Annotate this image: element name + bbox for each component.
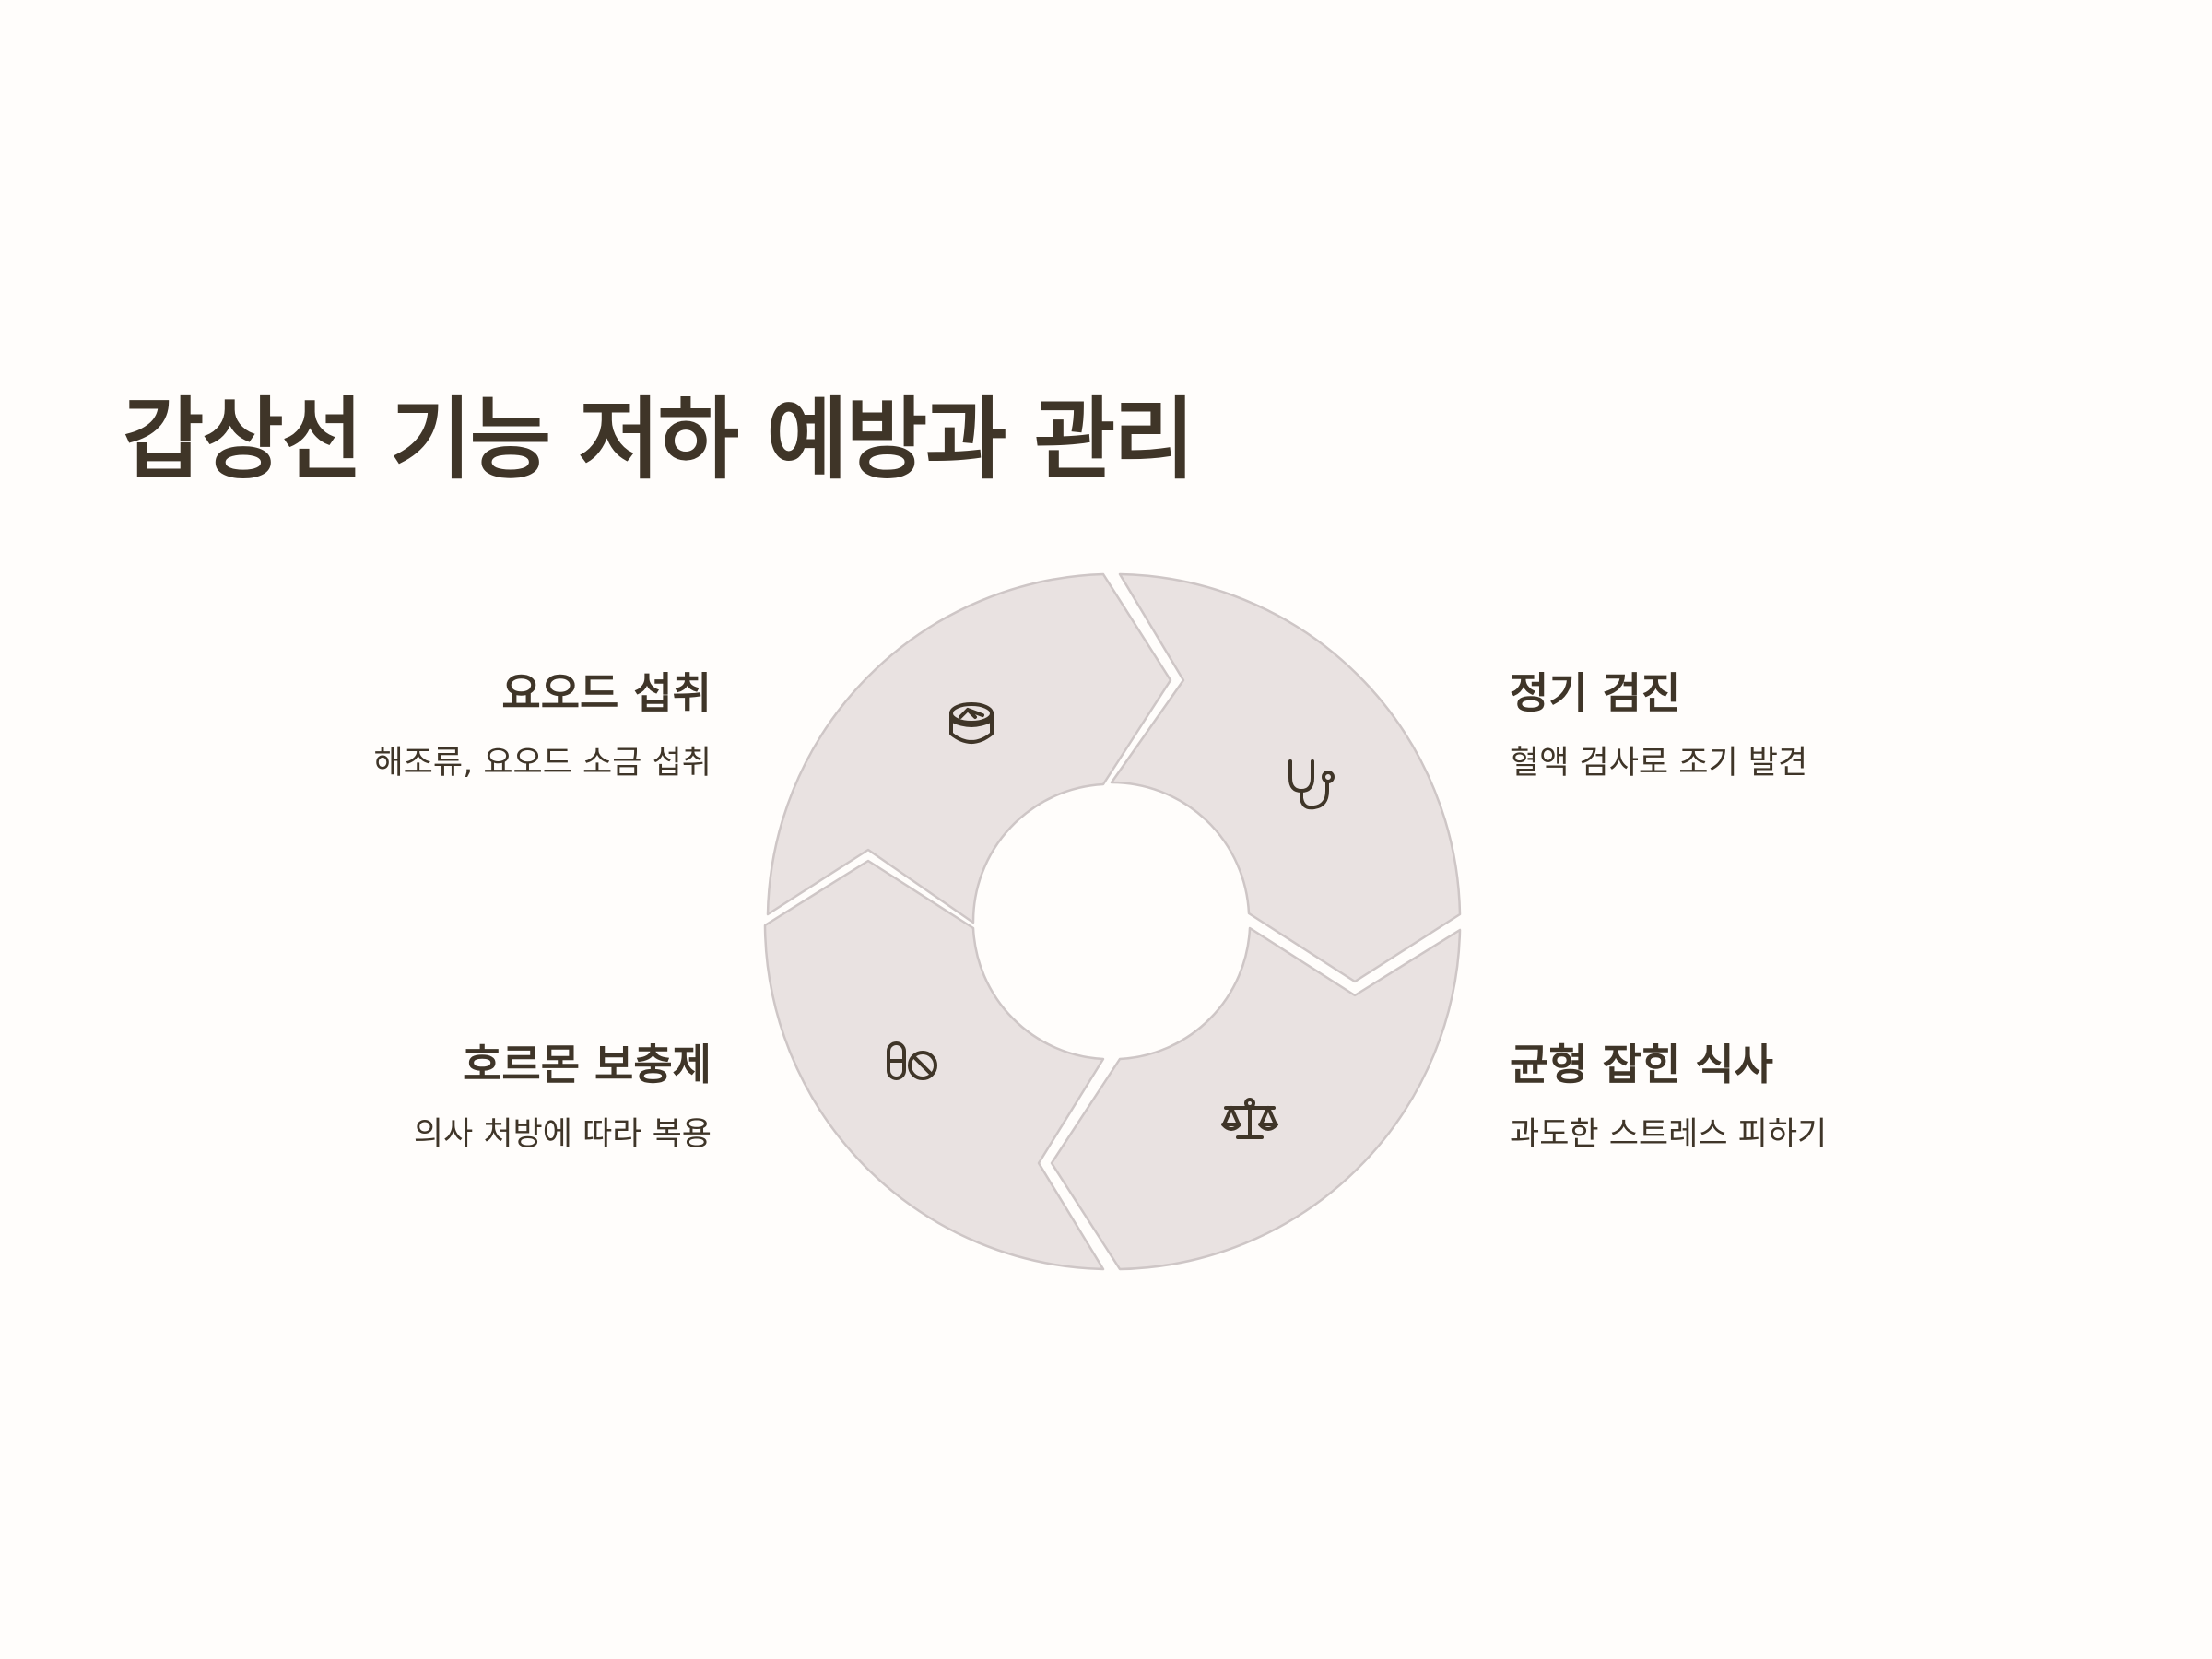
segment-checkup[interactable] (1110, 572, 1462, 983)
label-iodine-title: 요오드 섭취 (501, 668, 712, 718)
pills-icon (887, 1041, 937, 1080)
pill-bottle-icon (949, 702, 994, 744)
page-title: 갑상선 기능 저하 예방과 관리 (123, 388, 1195, 491)
label-diet: 균형 잡힌 식사 과도한 스트레스 피하기 (1510, 1037, 2155, 1157)
label-hormone: 호르몬 보충제 의사 처방에 따라 복용 (66, 1037, 712, 1157)
label-checkup: 정기 검진 혈액 검사로 조기 발견 (1510, 665, 2155, 785)
label-diet-title: 균형 잡힌 식사 (1510, 1040, 1773, 1089)
label-hormone-desc: 의사 처방에 따라 복용 (413, 1116, 712, 1153)
segment-diet[interactable] (1050, 926, 1462, 1271)
label-hormone-title: 호르몬 보충제 (463, 1040, 712, 1089)
label-checkup-title: 정기 검진 (1510, 668, 1681, 718)
stethoscope-icon (1288, 759, 1335, 810)
segment-iodine[interactable] (766, 572, 1172, 924)
label-iodine: 요오드 섭취 해조류, 요오드 소금 섭취 (66, 665, 712, 785)
label-iodine-desc: 해조류, 요오드 소금 섭취 (373, 745, 712, 782)
label-diet-desc: 과도한 스트레스 피하기 (1510, 1116, 1828, 1153)
label-checkup-desc: 혈액 검사로 조기 발견 (1510, 745, 1808, 782)
balance-scale-icon (1221, 1098, 1278, 1139)
